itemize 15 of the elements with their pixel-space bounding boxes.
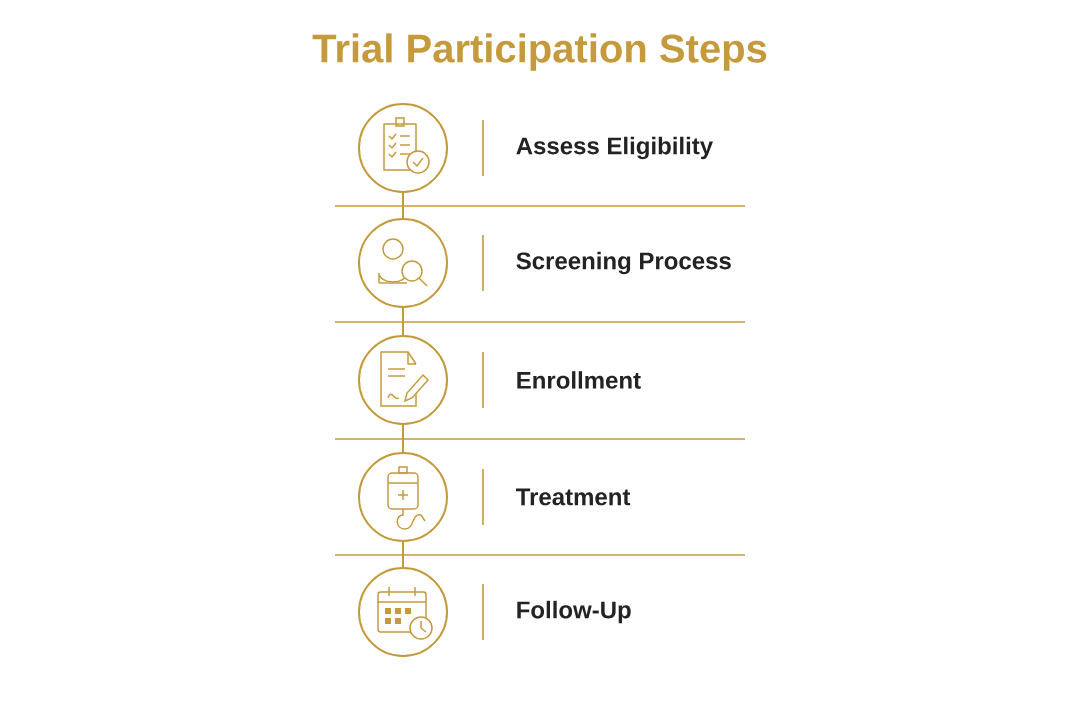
step-circle <box>358 103 448 193</box>
step-circle <box>358 218 448 308</box>
step-label: Enrollment <box>517 371 641 389</box>
step-label: Assess Eligibility <box>516 136 713 160</box>
connector-line <box>402 541 404 568</box>
step-circle <box>358 452 448 542</box>
connector-line <box>402 192 404 219</box>
connector-line <box>402 424 404 453</box>
step-label: Follow-Up <box>517 600 631 624</box>
step-circle <box>358 567 448 657</box>
step-label: Treatment <box>516 488 631 506</box>
title: Trial Participation Steps <box>312 33 767 71</box>
connector-line <box>402 307 404 336</box>
step-circle <box>358 335 448 425</box>
step-label: Screening Process <box>516 251 731 275</box>
